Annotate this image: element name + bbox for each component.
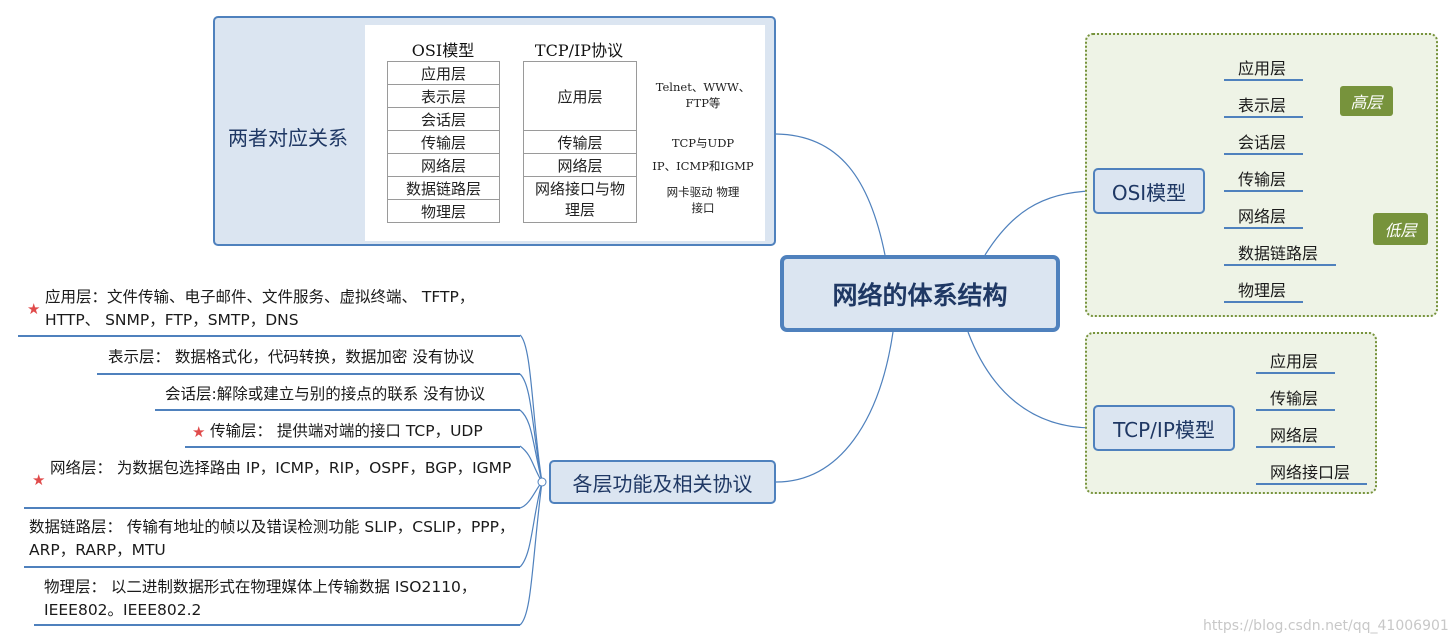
osi-layer[interactable]: 物理层 [1238, 281, 1287, 300]
osi-layer-underline [1224, 116, 1303, 118]
tcp-header: TCP/IP协议 [534, 41, 624, 60]
relation-node[interactable]: 两者对应关系 OSI模型 TCP/IP协议 应用层 表示层 会话层 传输层 网络… [213, 16, 776, 246]
star-icon: ★ [27, 300, 41, 318]
tcp-layer[interactable]: 应用层 [1270, 352, 1319, 371]
tcp-layer-underline [1256, 446, 1335, 448]
tcp-layer-underline [1256, 483, 1367, 485]
osi-layer-underline [1224, 190, 1303, 192]
function-row-underline [24, 507, 520, 509]
function-row[interactable]: 数据链路层： 传输有地址的帧以及错误检测功能 SLIP，CSLIP，PPP，AR… [29, 518, 515, 559]
central-topic[interactable]: 网络的体系结构 [780, 255, 1060, 332]
osi-layer[interactable]: 传输层 [1238, 170, 1287, 189]
functions-node[interactable]: 各层功能及相关协议 [549, 460, 776, 504]
osi-cell: 数据链路层 [387, 176, 500, 200]
tcp-cell: 网络层 [523, 153, 637, 177]
osi-layer-underline [1224, 227, 1303, 229]
osi-cell: 会话层 [387, 107, 500, 131]
osi-cell: 传输层 [387, 130, 500, 154]
low-layer-tag[interactable]: 低层 [1373, 213, 1428, 245]
tcp-node[interactable]: TCP/IP模型 [1093, 405, 1235, 451]
tcp-cell: 网络接口与物理层 [523, 176, 637, 223]
tcp-cell: 传输层 [523, 130, 637, 154]
function-row[interactable]: 传输层： 提供端对端的接口 TCP，UDP [210, 422, 483, 440]
mapping-table: OSI模型 TCP/IP协议 应用层 表示层 会话层 传输层 网络层 数据链路层… [365, 25, 765, 241]
function-row[interactable]: 物理层： 以二进制数据形式在物理媒体上传输数据 ISO2110，IEEE802。… [44, 578, 477, 619]
function-row-underline [155, 409, 520, 411]
function-row[interactable]: 网络层： 为数据包选择路由 IP，ICMP，RIP，OSPF，BGP，IGMP [50, 459, 512, 477]
function-row[interactable]: 会话层:解除或建立与别的接点的联系 没有协议 [165, 385, 486, 403]
protocol-note: IP、ICMP和IGMP [652, 159, 754, 173]
osi-layer[interactable]: 数据链路层 [1238, 244, 1319, 263]
star-icon: ★ [32, 471, 46, 489]
osi-layer[interactable]: 会话层 [1238, 133, 1287, 152]
function-row[interactable]: 表示层： 数据格式化，代码转换，数据加密 没有协议 [108, 348, 475, 366]
osi-layer-underline [1224, 264, 1336, 266]
tcp-layer-underline [1256, 372, 1335, 374]
function-row-underline [24, 566, 520, 568]
osi-layer-underline [1224, 301, 1303, 303]
function-row-underline [18, 335, 520, 337]
tcp-layer-underline [1256, 409, 1335, 411]
osi-node[interactable]: OSI模型 [1093, 168, 1205, 214]
osi-layer[interactable]: 应用层 [1238, 59, 1287, 78]
tcp-cell: 应用层 [523, 61, 637, 131]
relation-label: 两者对应关系 [228, 126, 348, 150]
osi-layer[interactable]: 网络层 [1238, 207, 1287, 226]
star-icon: ★ [192, 423, 206, 441]
osi-layer-underline [1224, 79, 1303, 81]
osi-cell: 网络层 [387, 153, 500, 177]
protocol-note: 网卡驱动 物理接口 [666, 185, 740, 215]
osi-header: OSI模型 [411, 41, 475, 60]
function-row-underline [34, 624, 520, 626]
osi-layer-underline [1224, 153, 1303, 155]
osi-cell: 物理层 [387, 199, 500, 223]
function-row-underline [97, 373, 520, 375]
osi-cell: 表示层 [387, 84, 500, 108]
osi-layer[interactable]: 表示层 [1238, 96, 1287, 115]
function-row[interactable]: 应用层：文件传输、电子邮件、文件服务、虚拟终端、 TFTP，HTTP、 SNMP… [45, 288, 475, 329]
watermark: https://blog.csdn.net/qq_41006901 [1203, 618, 1449, 634]
tcp-layer[interactable]: 网络接口层 [1270, 463, 1351, 482]
protocol-note: Telnet、WWW、FTP等 [655, 80, 751, 110]
protocol-note: TCP与UDP [671, 136, 735, 150]
osi-cell: 应用层 [387, 61, 500, 85]
function-row-underline [185, 446, 520, 448]
tcp-layer[interactable]: 网络层 [1270, 426, 1319, 445]
tcp-layer[interactable]: 传输层 [1270, 389, 1319, 408]
high-layer-tag[interactable]: 高层 [1340, 86, 1393, 116]
